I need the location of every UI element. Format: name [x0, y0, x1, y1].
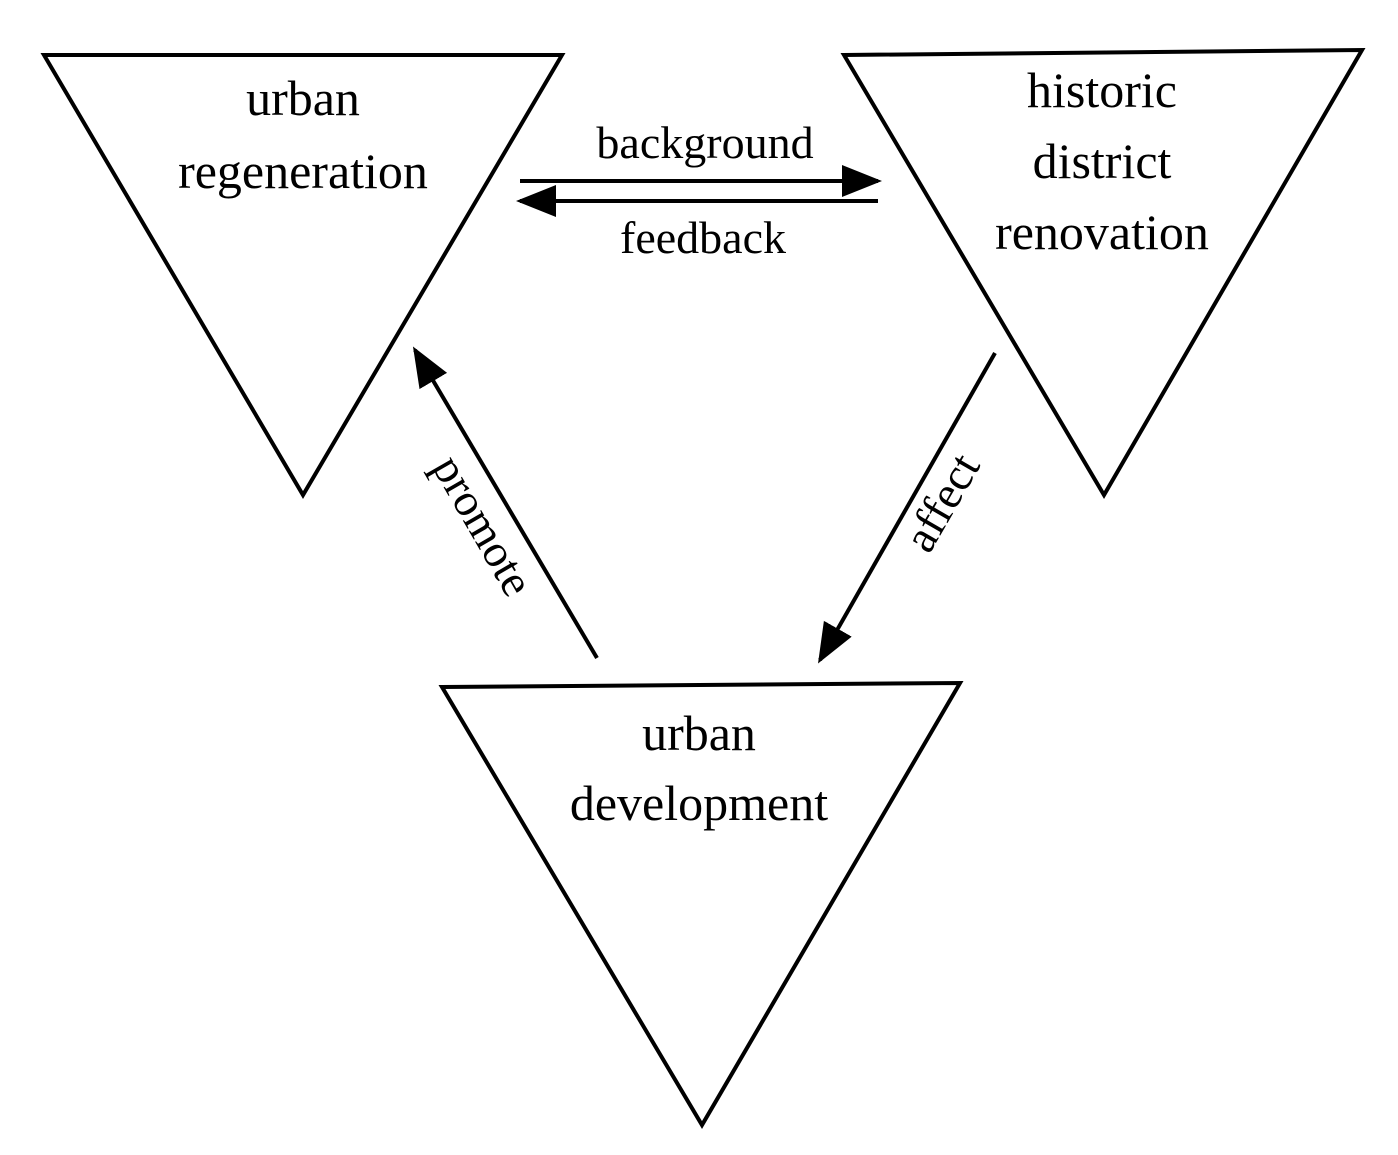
node-label-line: urban — [642, 705, 756, 761]
node-label-line: development — [570, 775, 828, 831]
edge-label-promote: promote — [423, 446, 544, 604]
node-urban-development: urban development — [438, 680, 964, 1129]
arrow-affect — [818, 352, 997, 664]
edge-affect: affect — [818, 352, 997, 664]
node-urban-regeneration: urban regeneration — [40, 53, 566, 499]
edge-background: background — [520, 117, 882, 197]
triangle-urban-development — [438, 680, 964, 1129]
arrow-promote — [412, 346, 599, 660]
node-historic-district-renovation: historic district renovation — [840, 47, 1366, 499]
edge-promote: promote — [412, 346, 599, 660]
triangle-urban-regeneration — [40, 53, 566, 499]
edge-label-background: background — [596, 117, 813, 168]
node-label-line: district — [1033, 133, 1172, 189]
node-label-line: regeneration — [178, 143, 428, 199]
node-label-line: historic — [1027, 62, 1177, 118]
edge-label-feedback: feedback — [620, 212, 786, 263]
triangle-historic-district-renovation — [840, 47, 1366, 499]
node-label-line: renovation — [995, 204, 1209, 260]
node-label-line: urban — [246, 70, 360, 126]
edge-feedback: feedback — [516, 185, 878, 263]
